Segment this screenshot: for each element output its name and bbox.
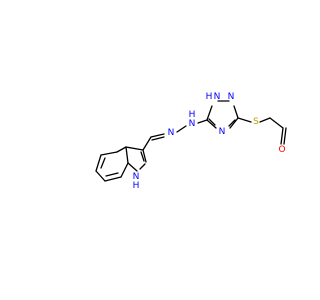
bond (95, 170, 106, 182)
bond (105, 172, 119, 177)
bond (125, 146, 144, 151)
bond (206, 119, 217, 129)
bond (237, 117, 252, 123)
triazole-n2-label: N (228, 92, 235, 102)
bond (104, 176, 122, 182)
bonds (95, 100, 287, 182)
bond (120, 162, 129, 178)
bond (100, 157, 106, 169)
bond (150, 133, 165, 138)
hydrazone-n2-label: N (189, 119, 196, 129)
bond (283, 127, 287, 145)
bond (151, 136, 165, 141)
carbonyl-o-label: O (278, 145, 285, 155)
bond (142, 149, 147, 163)
bond (233, 105, 239, 119)
atom-labels: N H N N H H N N N S O (133, 92, 286, 191)
bond (140, 151, 145, 162)
bond (176, 125, 187, 133)
bond (116, 146, 127, 153)
bond (280, 127, 284, 145)
triazole-n4-label: N (219, 127, 226, 137)
chemical-structure-diagram: N H N N H H N N N S O (95, 92, 287, 191)
bond (139, 163, 146, 170)
triazole-nh-label: N (214, 92, 221, 102)
bond (206, 105, 213, 121)
hydrazone-n1-label: N (168, 128, 175, 138)
bond (100, 151, 118, 156)
molecule-canvas: N H N N H H N N N S O (95, 92, 287, 191)
bond (95, 154, 102, 172)
sulfur-label: S (253, 117, 259, 127)
indole-h-label: H (133, 181, 140, 191)
triazole-h-label: H (206, 92, 213, 102)
bond (259, 117, 271, 123)
hydrazone-h-label: H (189, 110, 196, 120)
bond (269, 117, 284, 129)
indole-n-label: N (133, 172, 140, 182)
bond (125, 146, 129, 164)
bond (142, 136, 152, 151)
bond (208, 118, 216, 126)
bond (229, 117, 239, 129)
bond (197, 119, 208, 124)
bond (127, 162, 138, 172)
bond (228, 119, 236, 127)
